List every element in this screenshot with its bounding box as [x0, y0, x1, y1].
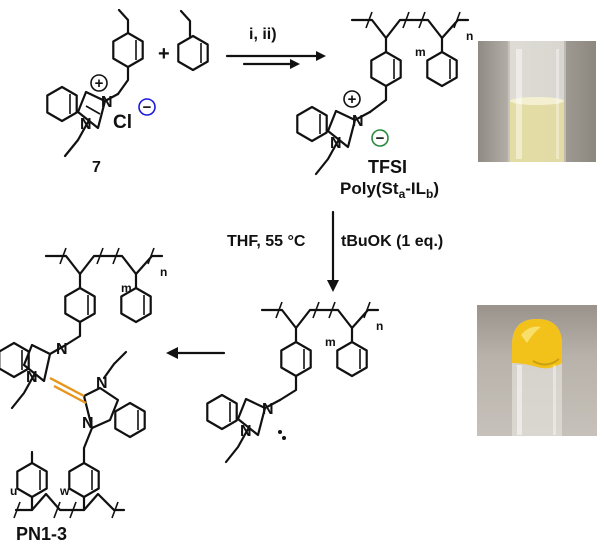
subscript-m: m	[121, 281, 132, 295]
styrene-structure	[177, 9, 209, 72]
product-label: PN1-3	[16, 524, 67, 544]
nitrogen-label: N	[352, 113, 364, 130]
tube-solution-image	[508, 41, 566, 162]
reagents-label: i, ii)	[249, 26, 277, 43]
photo-tube-gel	[477, 305, 597, 436]
subscript-u: u	[10, 484, 17, 498]
tube-gel-image	[512, 319, 562, 436]
nitrogen-label: N	[262, 401, 274, 418]
olefin-bond-top	[49, 376, 85, 398]
plus-sign: +	[158, 43, 170, 65]
subscript-n: n	[466, 29, 473, 43]
charge-plus-label: +	[95, 75, 104, 92]
charge-plus-label: +	[348, 91, 357, 108]
pn-network-structure: N N N N	[0, 247, 164, 519]
poly-st-il-structure: + N N	[296, 11, 470, 176]
chloride-charge-circle	[138, 98, 156, 116]
subscript-n: n	[376, 319, 383, 333]
subscript-m: m	[415, 45, 426, 59]
monomer-7-structure: + N N	[46, 8, 144, 158]
reaction-arrow-polymerization	[225, 51, 326, 69]
nitrogen-label: N	[26, 369, 38, 386]
counterion-label: TFSI	[368, 157, 407, 177]
chloride-label: Cl	[113, 112, 132, 133]
polymer-name-label: Poly(Sta-ILb)	[340, 179, 439, 201]
nhc-polymer-structure: N N	[206, 301, 380, 464]
compound-7-label: 7	[92, 159, 101, 176]
nitrogen-label: N	[240, 423, 252, 440]
nitrogen-label: N	[96, 375, 108, 392]
tfsi-charge-circle	[371, 129, 389, 147]
chloride-charge-label: −	[143, 99, 152, 116]
subscript-w: w	[59, 484, 70, 498]
reaction-arrow-deprotonation	[327, 210, 339, 292]
nitrogen-label: N	[80, 116, 92, 133]
nitrogen-label: N	[82, 415, 94, 432]
nitrogen-label: N	[56, 341, 68, 358]
nitrogen-label: N	[101, 94, 113, 111]
reaction-arrow-dimerization	[166, 347, 226, 359]
olefin-bond-bottom	[53, 384, 87, 405]
conditions-right-label: tBuOK (1 eq.)	[341, 233, 443, 250]
tfsi-charge-label: −	[376, 130, 385, 147]
photo-tube-solution	[478, 41, 596, 162]
conditions-left-label: THF, 55 °C	[227, 233, 306, 250]
subscript-n: n	[160, 265, 167, 279]
nitrogen-label: N	[330, 135, 342, 152]
subscript-m: m	[325, 335, 336, 349]
